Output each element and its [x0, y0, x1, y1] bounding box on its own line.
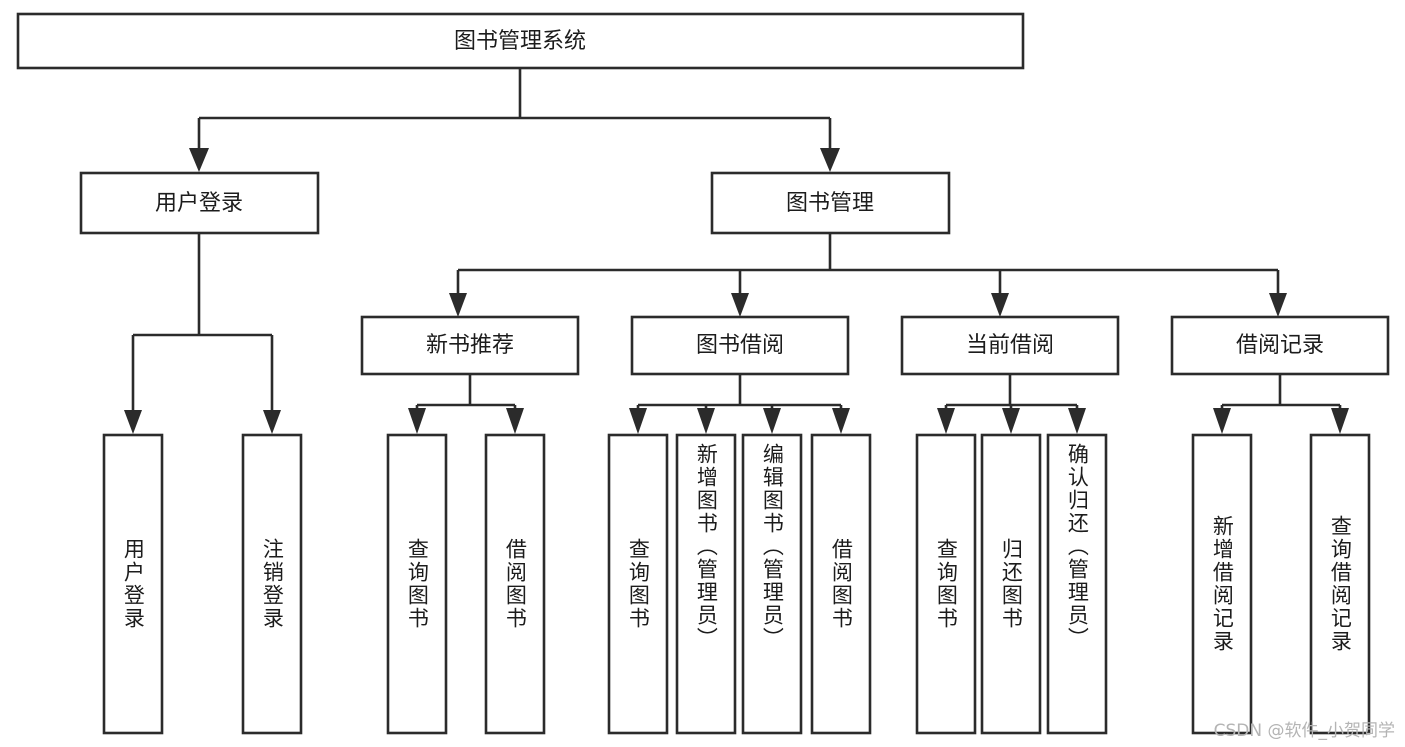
node-root[interactable]: 图书管理系统: [16, 12, 1025, 70]
csdn-watermark: CSDN @软件_小贺同学: [1213, 721, 1395, 741]
arrow-head-bb-leaf-4: [832, 408, 850, 434]
arrow-head-cb-leaf-2: [1002, 408, 1020, 434]
arrow-head-to-user-login: [189, 148, 209, 172]
leaf-box-cb-query-book[interactable]: [915, 433, 977, 735]
node-current-borrow[interactable]: 当前借阅: [900, 315, 1120, 376]
arrow-head-nb-leaf-1: [408, 408, 426, 434]
arrow-head-bb-leaf-1: [629, 408, 647, 434]
connector-borrow-record-to-leaves: [1213, 374, 1349, 434]
arrow-head-bb-leaf-3: [763, 408, 781, 434]
leaf-box-nb-query-book[interactable]: [386, 433, 448, 735]
arrow-head-user-login-leaf-2: [263, 410, 281, 434]
node-current-borrow-label: 当前借阅: [966, 333, 1054, 358]
arrow-head-br-leaf-2: [1331, 408, 1349, 434]
arrow-head-cb-leaf-1: [937, 408, 955, 434]
arrow-head-to-current-borrow: [991, 293, 1009, 317]
connector-current-borrow-to-leaves: [937, 374, 1086, 434]
arrow-head-br-leaf-1: [1213, 408, 1231, 434]
node-root-box[interactable]: [16, 12, 1025, 70]
arrow-head-to-book-manage: [820, 148, 840, 172]
node-book-manage-box[interactable]: [710, 171, 951, 235]
node-current-borrow-box[interactable]: [900, 315, 1120, 376]
arrow-head-to-new-book: [449, 293, 467, 317]
leaf-box-bb-add-book[interactable]: [675, 433, 737, 735]
leaf-box-bb-borrow-book[interactable]: [810, 433, 872, 735]
node-book-borrow-box[interactable]: [630, 315, 850, 376]
leaf-box-cb-return-book[interactable]: [980, 433, 1042, 735]
arrow-head-cb-leaf-3: [1068, 408, 1086, 434]
node-root-label: 图书管理系统: [454, 29, 586, 54]
arrow-head-to-book-borrow: [731, 293, 749, 317]
node-borrow-record[interactable]: 借阅记录: [1170, 315, 1390, 376]
node-borrow-record-box[interactable]: [1170, 315, 1390, 376]
arrow-head-nb-leaf-2: [506, 408, 524, 434]
node-book-borrow-label: 图书借阅: [696, 333, 784, 358]
leaf-box-nb-borrow-book[interactable]: [484, 433, 546, 735]
node-book-manage[interactable]: 图书管理: [710, 171, 951, 235]
node-new-book-recommend[interactable]: 新书推荐: [360, 315, 580, 376]
arrow-head-bb-leaf-2: [697, 408, 715, 434]
leaf-box-br-add-record[interactable]: [1191, 433, 1253, 735]
node-user-login-label: 用户登录: [155, 191, 243, 216]
node-borrow-record-label: 借阅记录: [1236, 333, 1324, 358]
node-book-borrow[interactable]: 图书借阅: [630, 315, 850, 376]
connector-book-manage-to-level3: [449, 233, 1287, 317]
leaf-box-user-login[interactable]: [102, 433, 164, 735]
node-user-login[interactable]: 用户登录: [79, 171, 320, 235]
leaf-box-bb-edit-book[interactable]: [741, 433, 803, 735]
node-book-manage-label: 图书管理: [786, 191, 874, 216]
arrow-head-user-login-leaf-1: [124, 410, 142, 434]
connector-user-login-to-leaves: [124, 233, 281, 434]
node-new-book-recommend-label: 新书推荐: [426, 333, 514, 358]
leaf-box-logout[interactable]: [241, 433, 303, 735]
leaf-box-bb-query-book[interactable]: [607, 433, 669, 735]
connector-new-book-to-leaves: [408, 374, 524, 434]
node-new-book-recommend-box[interactable]: [360, 315, 580, 376]
leaf-box-br-query-record[interactable]: [1309, 433, 1371, 735]
leaf-box-cb-confirm-return[interactable]: [1046, 433, 1108, 735]
arrow-head-to-borrow-record: [1269, 293, 1287, 317]
connector-root-to-level2: [189, 68, 840, 172]
connector-book-borrow-to-leaves: [629, 374, 850, 434]
